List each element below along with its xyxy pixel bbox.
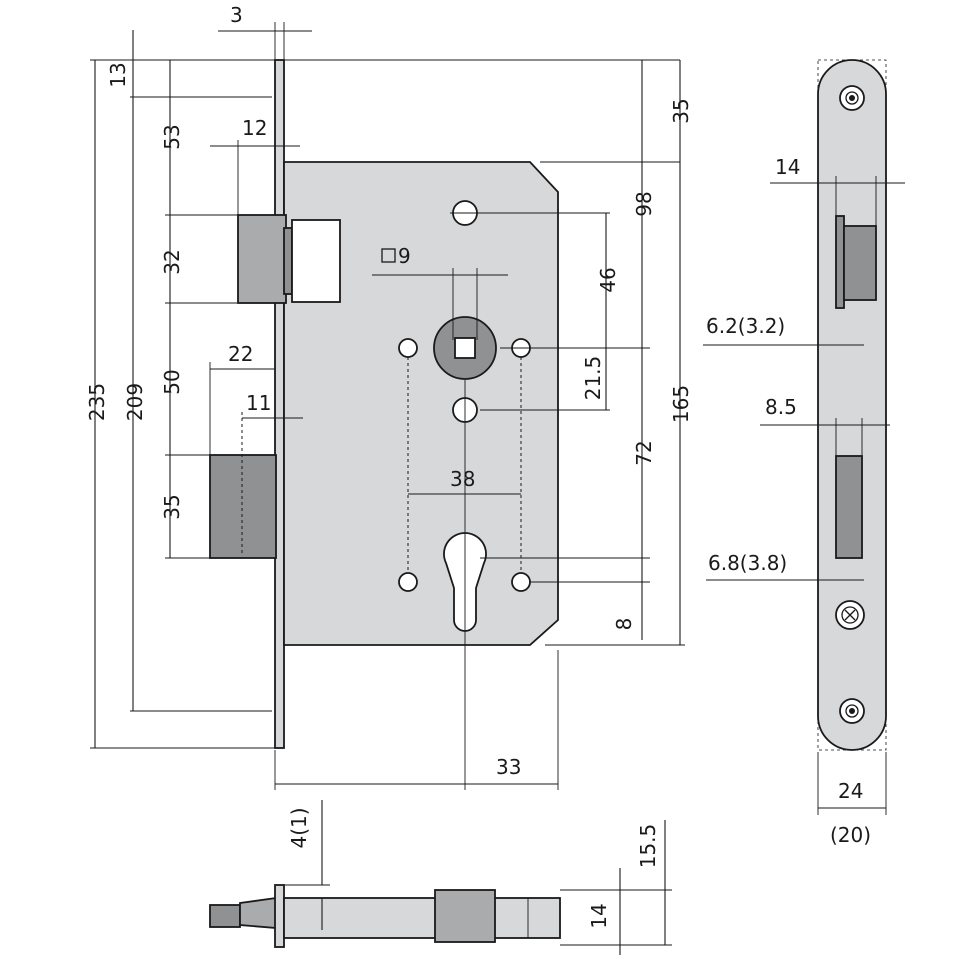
dim-13: 13 xyxy=(106,62,130,87)
side-dim-6-8: 6.8(3.8) xyxy=(708,551,787,575)
dim-spindle-square: 9 xyxy=(398,244,411,268)
lock-case xyxy=(283,161,559,646)
bottom-latch xyxy=(239,896,277,929)
dim-38: 38 xyxy=(450,467,475,491)
faceplate xyxy=(274,59,285,749)
dim-53: 53 xyxy=(160,124,184,149)
screw-hole-bottom-right xyxy=(511,572,531,592)
dim-35-top: 35 xyxy=(669,98,693,123)
dim-22: 22 xyxy=(228,342,253,366)
dim-209: 209 xyxy=(123,383,147,421)
deadbolt xyxy=(209,454,277,559)
side-latch xyxy=(835,215,845,309)
bottom-bolt xyxy=(209,904,241,928)
dim-35-bolt: 35 xyxy=(160,494,184,519)
side-faceplate xyxy=(817,59,887,751)
dim-235: 235 xyxy=(85,383,109,421)
spindle-square xyxy=(454,337,476,359)
dim-21-5: 21.5 xyxy=(581,356,605,401)
bottom-follower xyxy=(434,889,496,943)
latch-tip xyxy=(283,227,293,295)
side-dim-24: 24 xyxy=(838,779,863,803)
side-dim-14: 14 xyxy=(775,155,800,179)
screw-hole-left xyxy=(398,338,418,358)
dim-72: 72 xyxy=(632,440,656,465)
dim-33: 33 xyxy=(496,755,521,779)
bottom-faceplate xyxy=(274,884,285,948)
bottom-dim-4: 4(1) xyxy=(287,807,311,848)
side-dim-8-5: 8.5 xyxy=(765,395,797,419)
dim-32: 32 xyxy=(160,249,184,274)
screw-hole-bottom-left xyxy=(398,572,418,592)
dim-98: 98 xyxy=(632,191,656,216)
dim-8: 8 xyxy=(612,618,636,631)
main-view: 3 13 53 12 32 50 22 11 35 235 209 xyxy=(85,3,693,790)
bottom-case xyxy=(283,897,561,939)
bottom-dim-14: 14 xyxy=(587,903,611,928)
dim-50: 50 xyxy=(160,369,184,394)
dim-12: 12 xyxy=(242,116,267,140)
dim-11: 11 xyxy=(246,391,271,415)
side-dim-6-2: 6.2(3.2) xyxy=(706,314,785,338)
latch-window xyxy=(291,219,341,303)
dim-3: 3 xyxy=(230,3,243,27)
bottom-view: 4(1) 15.5 14 xyxy=(209,800,672,955)
dim-46: 46 xyxy=(596,267,620,292)
side-view: 14 6.2(3.2) 8.5 6.8(3.8) 24 (20) xyxy=(703,59,905,847)
side-bolt xyxy=(835,455,863,559)
latch xyxy=(237,214,287,304)
dim-165: 165 xyxy=(669,385,693,423)
bottom-dim-15-5: 15.5 xyxy=(636,824,660,869)
side-dim-20: (20) xyxy=(830,823,871,847)
